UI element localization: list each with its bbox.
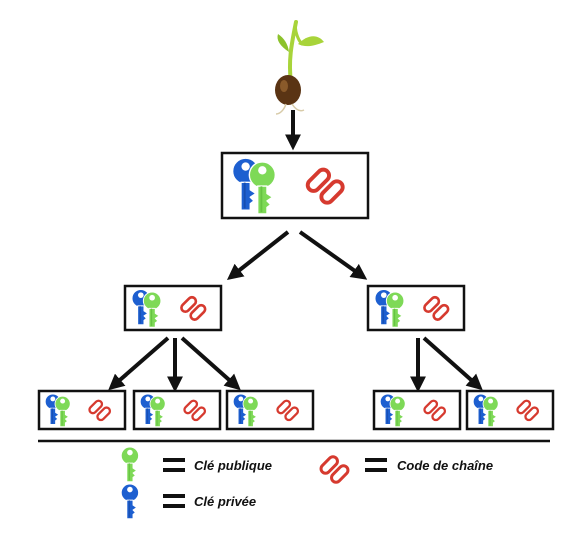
grandchild-key-box-2 xyxy=(132,389,222,431)
master-key-box xyxy=(220,151,370,220)
green-key-icon xyxy=(389,395,406,428)
blue-key-icon xyxy=(44,393,61,425)
chain-link-icon xyxy=(423,295,450,321)
arrow-right-to-grandchild-5 xyxy=(422,336,483,391)
arrow-master-to-child-left xyxy=(226,230,290,280)
legend-chain-link-icon xyxy=(319,455,350,484)
legend-blue-key-icon xyxy=(120,483,140,520)
legend-label-private-key: Clé privée xyxy=(194,494,257,509)
arrow-master-to-child-right xyxy=(298,230,368,280)
legend-label-public-key: Clé publique xyxy=(194,458,272,473)
arrow-left-to-grandchild-1 xyxy=(108,336,170,391)
chain-link-icon xyxy=(88,399,112,422)
chain-link-icon xyxy=(516,399,540,422)
legend-label-chain-code: Code de chaîne xyxy=(397,458,494,473)
green-key-icon xyxy=(242,395,259,428)
chain-link-icon xyxy=(276,399,300,422)
child-key-box-left xyxy=(123,284,223,332)
grandchild-key-box-5 xyxy=(465,389,555,431)
blue-key-icon xyxy=(232,393,249,425)
green-key-icon xyxy=(482,395,499,428)
grandchild-key-box-4 xyxy=(372,389,462,431)
chain-link-icon xyxy=(183,399,207,422)
arrow-left-to-grandchild-3 xyxy=(180,336,241,391)
child-key-box-right xyxy=(366,284,466,332)
green-key-icon xyxy=(142,291,162,328)
blue-key-icon xyxy=(120,483,140,520)
legend-equals-private xyxy=(163,494,185,508)
grandchild-key-box-3 xyxy=(225,389,315,431)
chain-link-icon xyxy=(319,455,350,484)
legend-equals-chain xyxy=(365,458,387,472)
green-key-icon xyxy=(149,395,166,428)
green-key-icon xyxy=(54,395,71,428)
green-key-icon xyxy=(120,446,140,483)
green-key-icon xyxy=(385,291,405,328)
legend-equals-public xyxy=(163,458,185,472)
grandchild-key-box-1 xyxy=(37,389,127,431)
chain-link-icon xyxy=(423,399,447,422)
seed-sprout-icon xyxy=(275,20,324,115)
green-key-icon xyxy=(248,161,277,215)
chain-link-icon xyxy=(305,167,345,205)
chain-link-icon xyxy=(180,295,207,321)
legend-green-key-icon xyxy=(120,446,140,483)
